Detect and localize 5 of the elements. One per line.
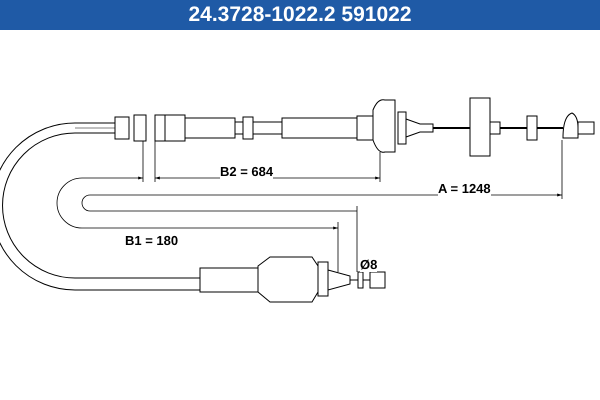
- dimension-label: A = 1248: [438, 181, 491, 196]
- dimension-label: B2 = 684: [220, 164, 274, 179]
- dimension-label: B1 = 180: [125, 233, 178, 248]
- part-number-title: 24.3728-1022.2 591022: [0, 0, 600, 30]
- dimension-label: Ø8: [360, 257, 378, 272]
